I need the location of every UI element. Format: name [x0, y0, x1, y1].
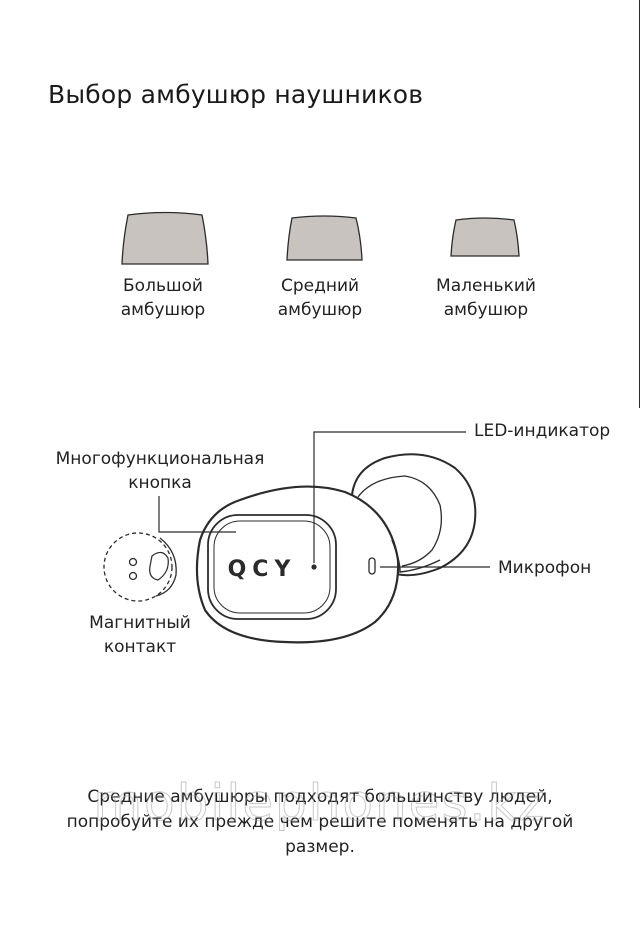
led-indicator-dot: [311, 564, 317, 570]
microphone-slot: [368, 557, 376, 575]
magnetic-contact-label: Магнитный контакт: [89, 613, 191, 657]
magnetic-contact-inset: [103, 532, 173, 602]
multifunction-button-label: Многофункциональная кнопка: [55, 449, 265, 493]
ear-tip-medium-label: Средний амбушюр: [277, 276, 363, 320]
ear-tip-small-label: Маленький амбушюр: [436, 276, 536, 320]
ear-tip-large-label: Большой амбушюр: [120, 276, 206, 320]
led-leader-line: [313, 431, 466, 563]
ear-tip-large-icon: [121, 211, 520, 265]
magnetic-pin-top: [128, 557, 138, 567]
page-title: Выбор амбушюр наушников: [48, 80, 424, 109]
ear-tip-note: Средние амбушюры подходят большинству лю…: [66, 787, 574, 857]
microphone-label: Микрофон: [498, 558, 592, 578]
ear-tips-row: Большой амбушюр Средний амбушюр Маленьки…: [0, 200, 640, 340]
multifunction-button-shape: [207, 514, 337, 620]
earbud-diagram: QCY: [103, 431, 490, 644]
led-indicator-label: LED-индикатор: [474, 421, 611, 441]
button-leader-line: [158, 496, 236, 533]
brand-logo: QCY: [228, 557, 297, 582]
magnetic-pin-bottom: [128, 571, 138, 581]
